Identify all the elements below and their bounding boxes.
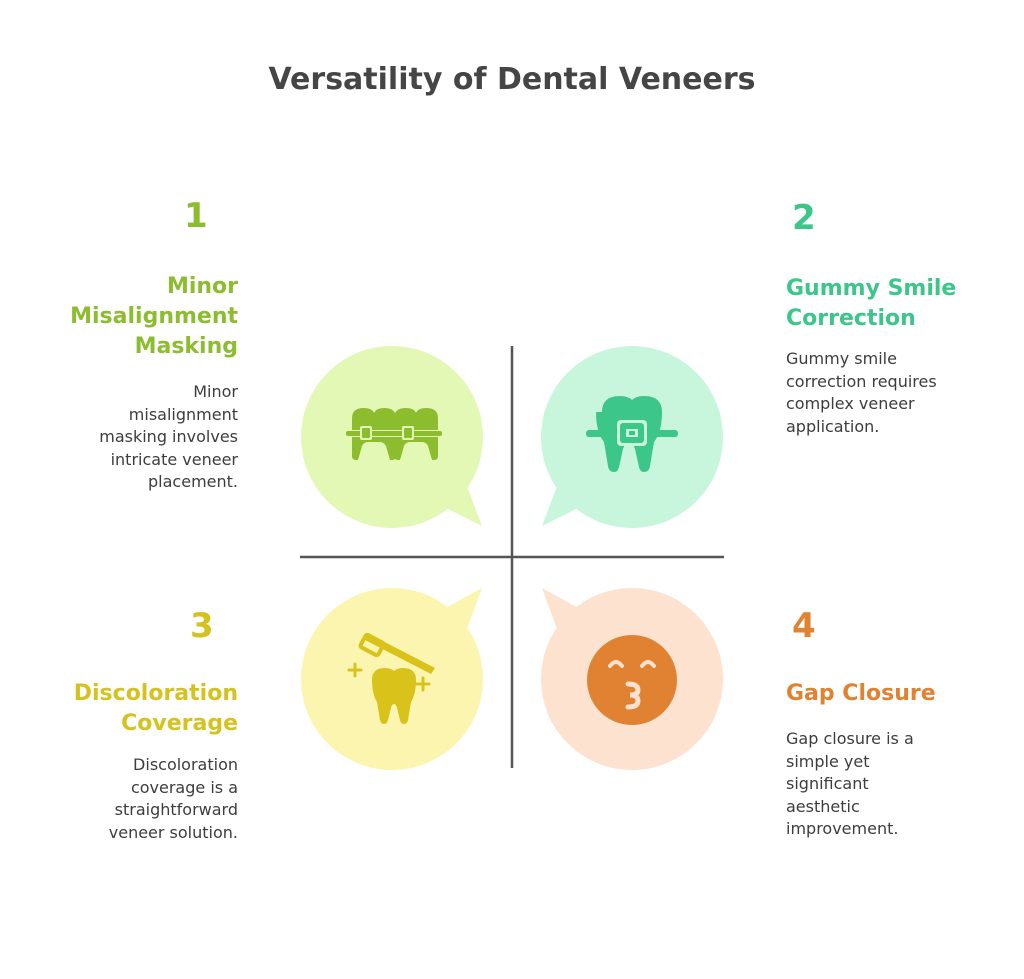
item-4-description-line: significant xyxy=(786,774,869,793)
item-1-description-line: Minor xyxy=(193,382,238,401)
item-3-description-line: veneer solution. xyxy=(108,822,238,842)
kissing-face-icon xyxy=(587,635,677,725)
item-2-description-line: correction requires xyxy=(786,371,937,391)
item-2-description-line: Gummy smile xyxy=(786,349,897,368)
item-4-number: 4 xyxy=(792,606,816,646)
item-4-description-line: simple yet xyxy=(786,751,870,771)
item-3-number: 3 xyxy=(190,606,214,646)
item-4-heading: Gap Closure xyxy=(786,679,1006,709)
item-1-heading: Minor Misalignment Masking xyxy=(20,272,238,362)
item-3-description-line: coverage is a xyxy=(130,777,238,797)
item-1-description-line: misalignment xyxy=(128,404,238,424)
item-2-number: 2 xyxy=(792,198,816,238)
item-1-number: 1 xyxy=(184,196,208,236)
item-1-description-line: intricate veneer xyxy=(110,449,238,469)
tooth-bracket-icon xyxy=(586,396,678,472)
item-4-description-line: Gap closure is a xyxy=(786,729,914,748)
teeth-braces-icon xyxy=(346,408,442,460)
item-1-description-line: placement. xyxy=(148,472,238,491)
item-3-description-line: straightforward xyxy=(114,800,238,819)
item-2-description-line: application. xyxy=(786,416,880,436)
item-1-heading-line: Minor xyxy=(166,274,238,299)
item-3-heading-line: Coverage xyxy=(121,711,238,736)
item-4-description: Gap closure is a simple yet significant … xyxy=(786,728,1006,841)
item-3-description: Discoloration coverage is a straightforw… xyxy=(40,754,238,844)
item-3-heading-line: Discoloration xyxy=(73,681,238,706)
item-2-heading-line: Correction xyxy=(786,306,916,331)
page-title: Versatility of Dental Veneers xyxy=(268,62,756,97)
item-1-heading-line: Misalignment xyxy=(70,304,238,329)
item-4-description-line: aesthetic xyxy=(786,796,860,816)
item-2-description: Gummy smile correction requires complex … xyxy=(786,348,1006,438)
item-2-heading-line: Gummy Smile xyxy=(786,276,957,301)
tooth-brushing-icon xyxy=(347,632,435,724)
item-1-description: Minor misalignment masking involves intr… xyxy=(40,381,238,494)
item-2-heading: Gummy Smile Correction xyxy=(786,274,1006,334)
item-4-heading-line: Gap Closure xyxy=(786,681,936,706)
item-3-description-line: Discoloration xyxy=(133,755,238,774)
item-1-heading-line: Masking xyxy=(134,334,238,359)
item-1-description-line: masking involves xyxy=(99,427,238,446)
item-2-description-line: complex veneer xyxy=(786,394,915,413)
item-3-heading: Discoloration Coverage xyxy=(20,679,238,739)
item-4-description-line: improvement. xyxy=(786,819,899,838)
